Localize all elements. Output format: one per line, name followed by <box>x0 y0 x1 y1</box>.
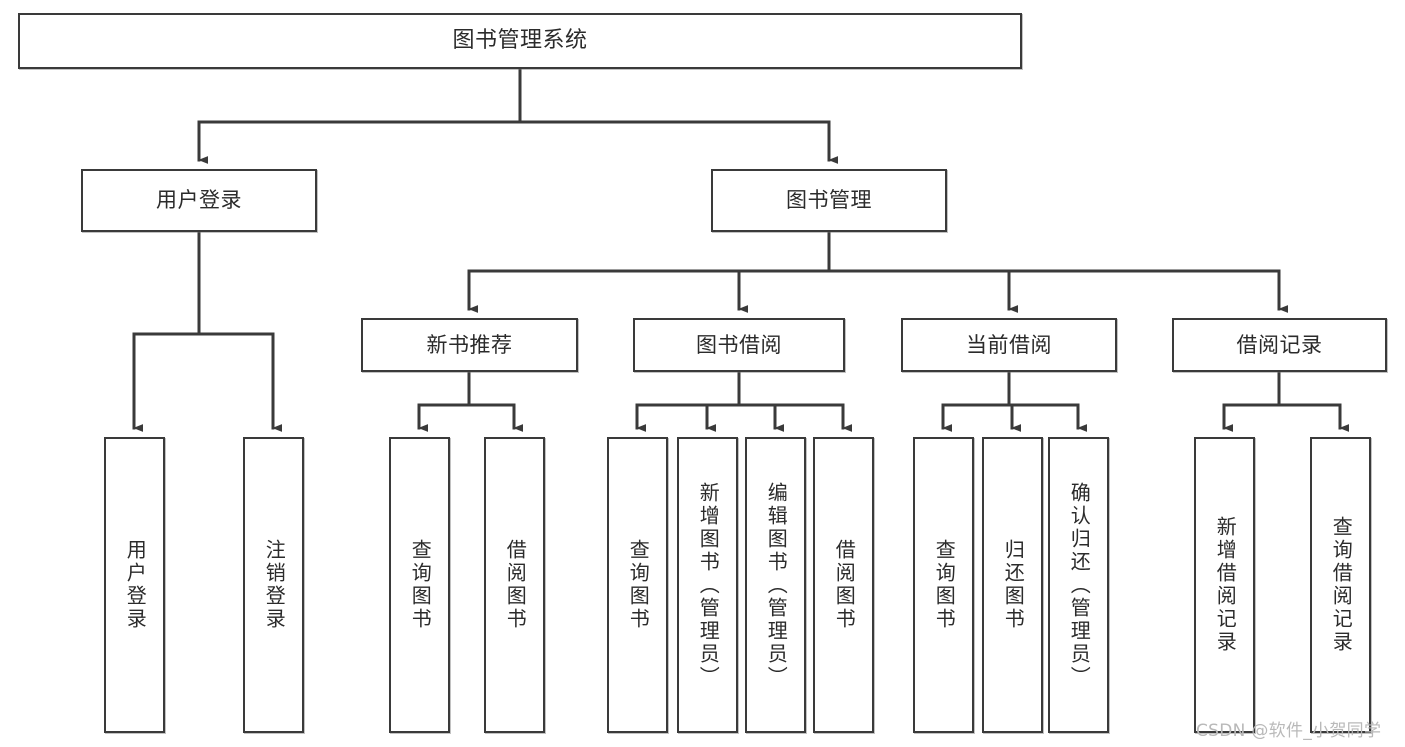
node-leaf-return-book[interactable]: 归还图书 <box>982 437 1043 733</box>
node-leaf-query-record-label: 查询借阅记录 <box>1329 516 1354 654</box>
node-leaf-return-book-label: 归还图书 <box>1001 539 1026 631</box>
node-leaf-user-logout[interactable]: 注销登录 <box>243 437 304 733</box>
node-book-borrow[interactable]: 图书借阅 <box>633 318 845 372</box>
node-leaf-query-book-borrow[interactable]: 查询图书 <box>607 437 668 733</box>
node-current-borrow-label: 当前借阅 <box>966 332 1052 357</box>
node-current-borrow[interactable]: 当前借阅 <box>901 318 1117 372</box>
node-leaf-edit-book[interactable]: 编辑图书（管理员） <box>745 437 806 733</box>
node-new-book-recommend-label: 新书推荐 <box>426 332 513 357</box>
node-borrow-record-label: 借阅记录 <box>1236 332 1323 357</box>
node-leaf-add-book-label: 新增图书（管理员） <box>696 481 721 689</box>
node-leaf-query-book-rec-label: 查询图书 <box>408 539 433 631</box>
node-book-manage[interactable]: 图书管理 <box>711 169 947 232</box>
node-new-book-recommend[interactable]: 新书推荐 <box>361 318 578 372</box>
node-leaf-add-record-label: 新增借阅记录 <box>1213 516 1238 654</box>
node-leaf-edit-book-label: 编辑图书（管理员） <box>764 481 789 689</box>
node-leaf-query-book-cur[interactable]: 查询图书 <box>913 437 974 733</box>
node-leaf-borrow-book-label: 借阅图书 <box>832 539 857 631</box>
node-leaf-user-logout-label: 注销登录 <box>262 539 287 631</box>
node-book-manage-label: 图书管理 <box>786 188 872 213</box>
node-leaf-query-book-cur-label: 查询图书 <box>932 539 957 631</box>
node-book-borrow-label: 图书借阅 <box>696 332 782 357</box>
node-leaf-borrow-book[interactable]: 借阅图书 <box>813 437 874 733</box>
node-leaf-borrow-book-rec[interactable]: 借阅图书 <box>484 437 545 733</box>
node-borrow-record[interactable]: 借阅记录 <box>1172 318 1387 372</box>
node-leaf-query-record[interactable]: 查询借阅记录 <box>1310 437 1371 733</box>
node-leaf-user-login[interactable]: 用户登录 <box>104 437 165 733</box>
node-root-label: 图书管理系统 <box>452 28 588 54</box>
node-leaf-add-book[interactable]: 新增图书（管理员） <box>677 437 738 733</box>
node-leaf-confirm-return[interactable]: 确认归还（管理员） <box>1048 437 1109 733</box>
node-leaf-add-record[interactable]: 新增借阅记录 <box>1194 437 1255 733</box>
node-user-login-label: 用户登录 <box>156 188 242 213</box>
node-root[interactable]: 图书管理系统 <box>18 13 1022 69</box>
node-user-login[interactable]: 用户登录 <box>81 169 317 232</box>
node-leaf-query-book-borrow-label: 查询图书 <box>626 539 651 631</box>
node-leaf-borrow-book-rec-label: 借阅图书 <box>503 539 528 631</box>
node-leaf-query-book-rec[interactable]: 查询图书 <box>389 437 450 733</box>
node-leaf-user-login-label: 用户登录 <box>123 539 148 631</box>
node-leaf-confirm-return-label: 确认归还（管理员） <box>1067 481 1092 689</box>
